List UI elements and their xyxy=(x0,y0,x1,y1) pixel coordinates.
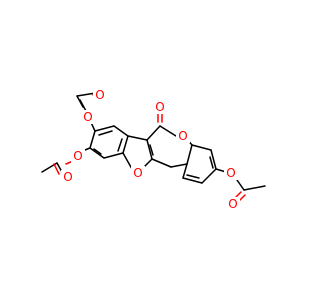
bond-benzene-right-5 xyxy=(182,163,188,179)
atom-o-acetoxy-top: O xyxy=(81,110,95,124)
bond-benzene-right-1 xyxy=(191,144,212,151)
atom-o-furan: O xyxy=(131,166,145,180)
bond-benzene-left-inner-3 xyxy=(93,148,102,155)
bond-benzene-right-inner-1 xyxy=(209,156,214,169)
bond-lactone-1 xyxy=(146,125,161,141)
structure-diagram: O O O O O O O O xyxy=(41,88,266,211)
bond-furan-double xyxy=(149,144,154,156)
bond-benzene-left-2 xyxy=(113,125,129,137)
atom-o-acetoxy-left-text: O xyxy=(73,149,82,163)
bond-furan-2 xyxy=(146,139,153,160)
bond-furan-1 xyxy=(127,135,148,141)
bond-benzene-right-inner-2 xyxy=(186,174,200,179)
atom-o-carbonyl-right-text: O xyxy=(228,197,237,211)
atom-o-carbonyl-top: O xyxy=(93,88,107,102)
bond-benzene-left-inner-2 xyxy=(117,138,123,152)
atom-o-furan-text: O xyxy=(133,166,142,180)
bond-benzene-left-3 xyxy=(122,135,129,154)
atom-o-carbonyl-top-text: O xyxy=(95,88,104,102)
bond-right-ester-o-c xyxy=(236,179,245,191)
bond-left-co-double xyxy=(53,163,60,175)
atom-o-acetoxy-left: O xyxy=(71,149,85,163)
bond-benzene-right-4 xyxy=(182,177,203,184)
bond-benzene-left-1 xyxy=(94,125,115,132)
atom-o-acetoxy-top-text: O xyxy=(83,110,92,124)
atom-o-lactone-ring: O xyxy=(176,129,190,143)
atom-o-carbonyl-left: O xyxy=(61,170,75,184)
bond-top-ester-c-o xyxy=(79,99,87,112)
bond-benzene-left-4 xyxy=(103,152,124,159)
bond-benzene-left-5 xyxy=(89,147,105,159)
bond-benzene-right-3 xyxy=(201,168,217,184)
bond-lactone-6 xyxy=(151,158,172,168)
atom-o-acetoxy-right: O xyxy=(224,166,238,180)
atom-o-carbonyl-left-text: O xyxy=(63,170,72,184)
bond-lactone-4 xyxy=(186,144,193,165)
bond-lactone-5 xyxy=(170,163,188,168)
atom-o-lactone-carbonyl-text: O xyxy=(155,100,164,114)
atom-o-carbonyl-right: O xyxy=(226,197,240,211)
bond-right-methyl xyxy=(243,185,266,191)
bond-benzene-left-inner-1 xyxy=(98,130,113,136)
atom-o-lactone-ring-text: O xyxy=(178,129,187,143)
atom-o-acetoxy-right-text: O xyxy=(226,166,235,180)
bond-lactone-2 xyxy=(159,125,177,137)
bond-benzene-left-6 xyxy=(89,130,96,149)
bond-furan-4 xyxy=(122,152,133,170)
molecule-canvas: O O O O O O O O xyxy=(41,88,266,211)
bond-benzene-right-2 xyxy=(210,149,217,170)
atom-o-lactone-carbonyl: O xyxy=(153,100,167,114)
